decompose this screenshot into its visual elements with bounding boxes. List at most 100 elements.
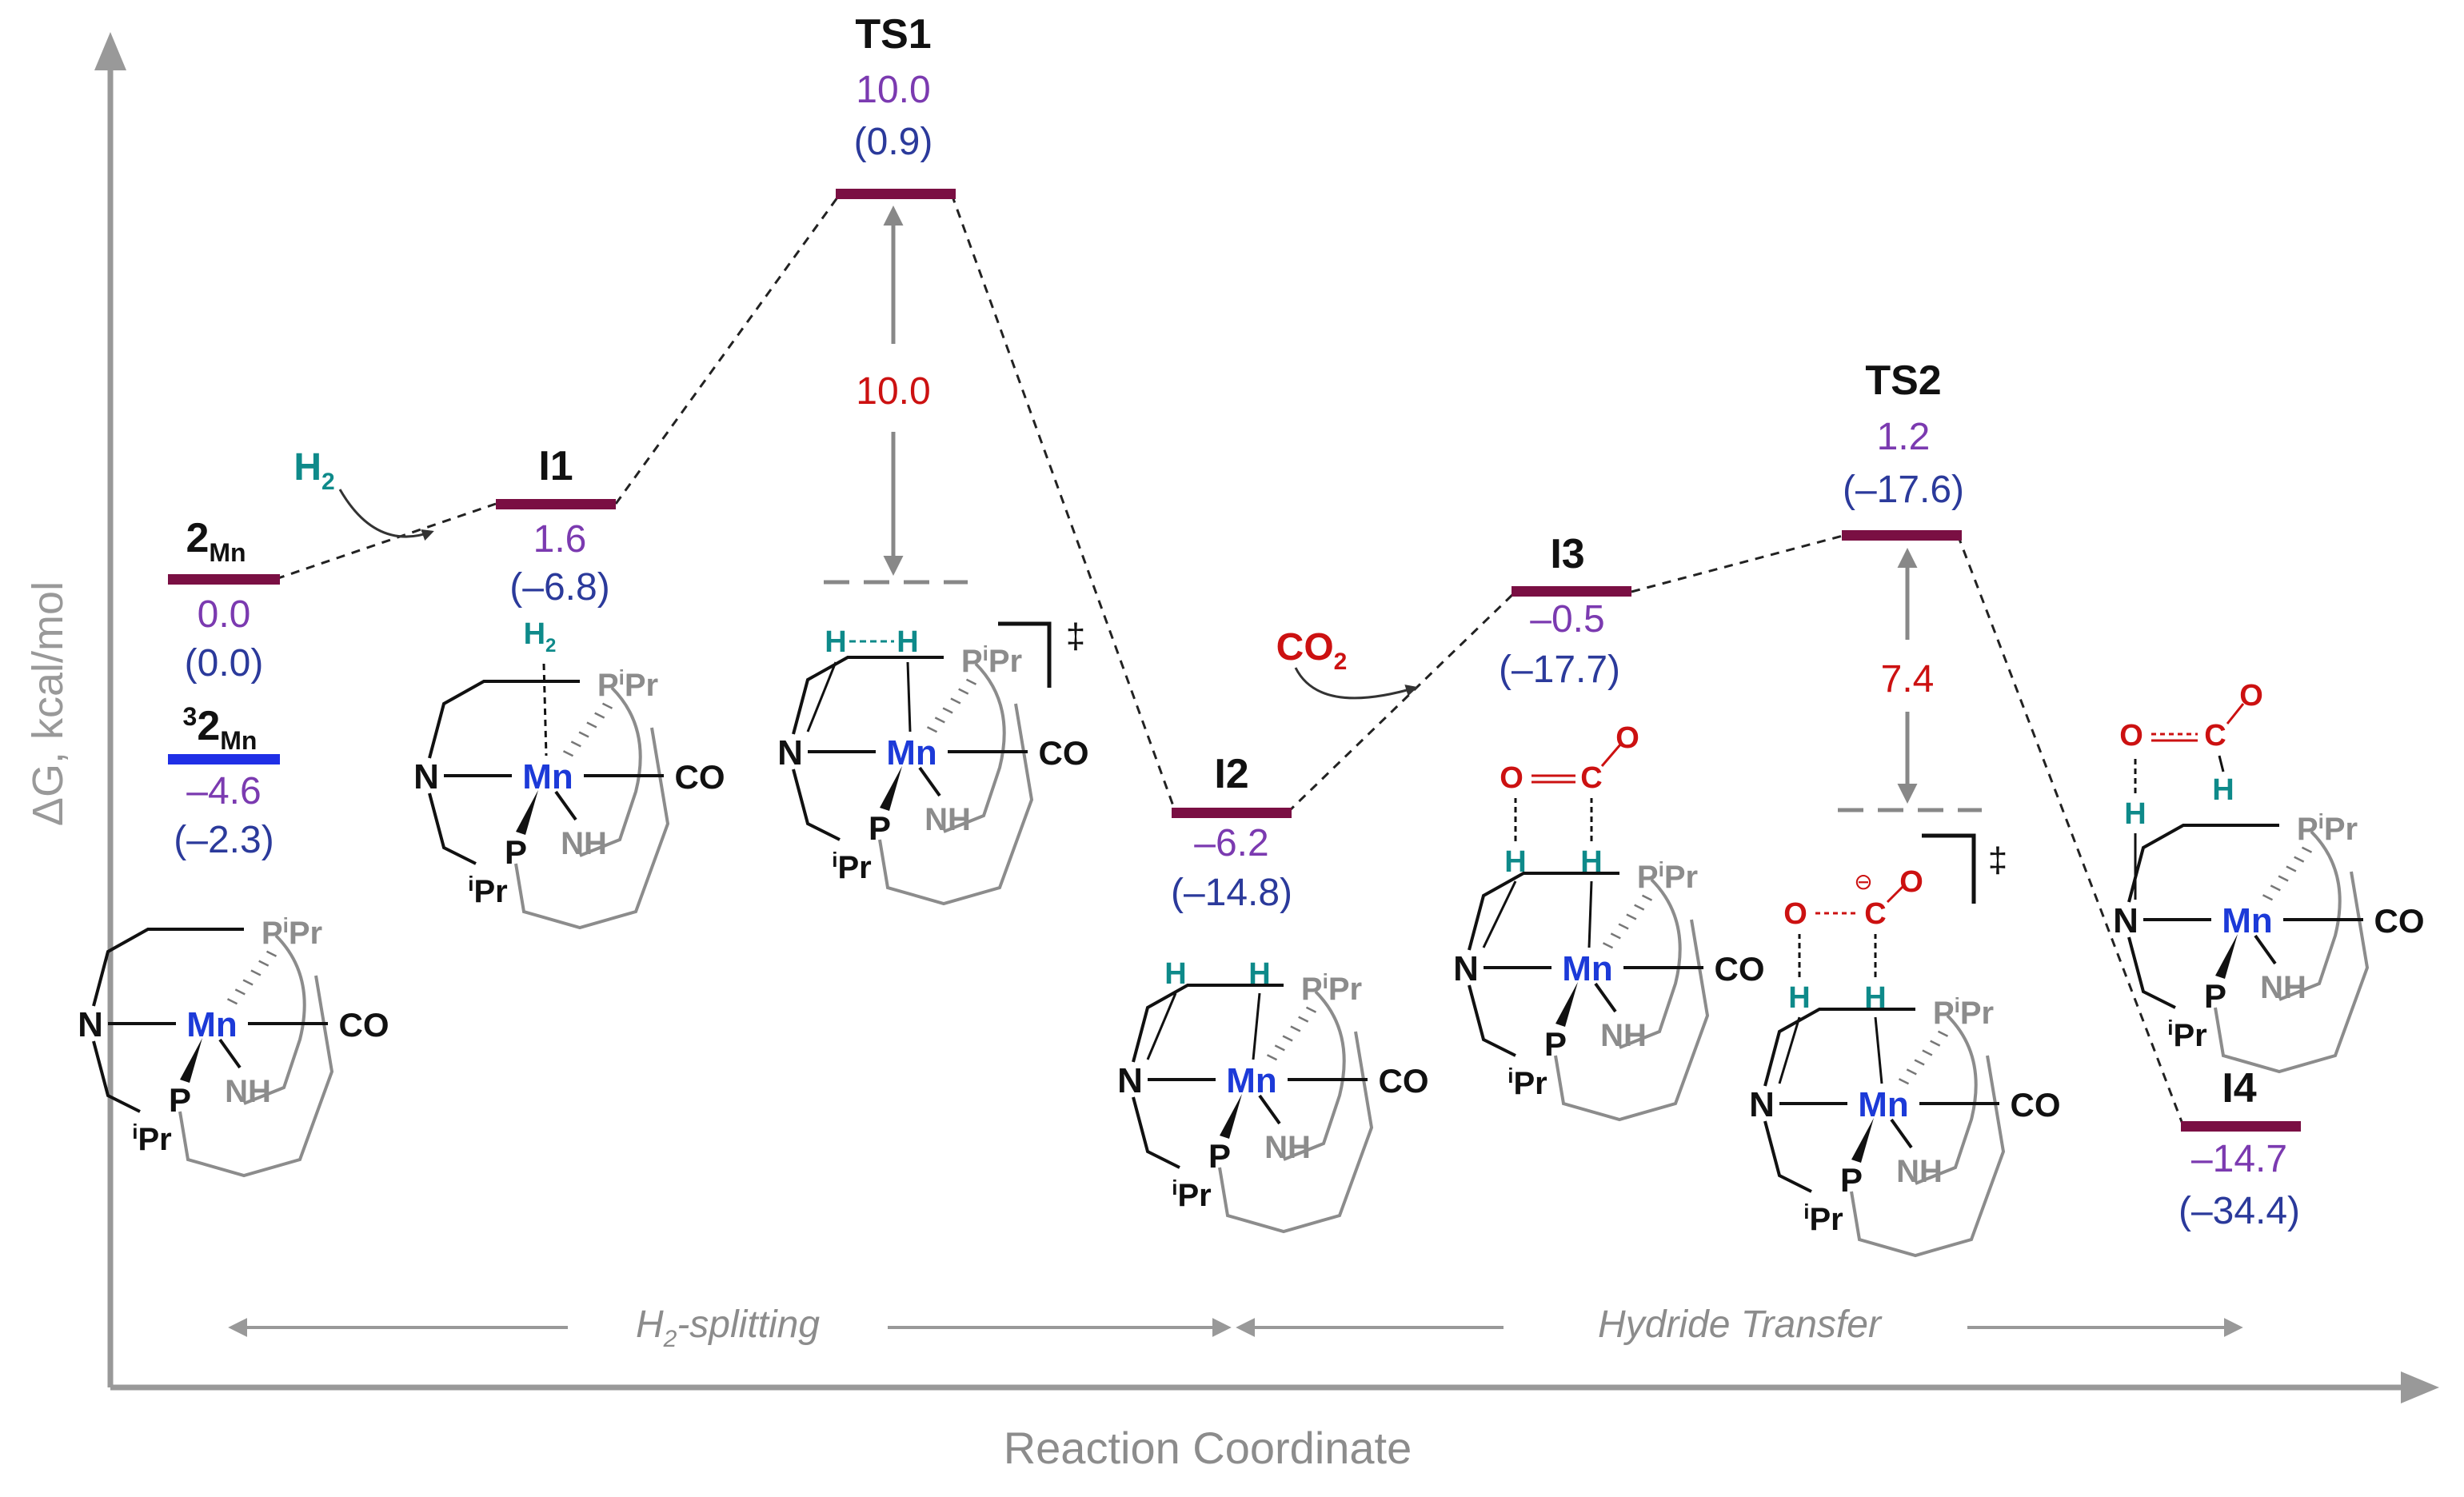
hash-bond: [926, 726, 938, 733]
n-atom: N: [78, 1005, 103, 1044]
h-atom: H: [1788, 981, 1810, 1015]
back-arm: [579, 686, 642, 857]
o-atom: O: [1500, 761, 1524, 795]
state-paren-value: (–2.3): [174, 819, 274, 861]
x-axis-label: Reaction Coordinate: [1004, 1423, 1412, 1473]
h-atom: H: [2124, 797, 2146, 831]
hash-bond: [1937, 1030, 1949, 1037]
state-name: I4: [2222, 1065, 2256, 1112]
co-ligand: CO: [1379, 1062, 1429, 1100]
state-i4-labels: I4 –14.7 (–34.4): [2178, 1065, 2300, 1232]
h-atom: H: [897, 625, 918, 659]
hash-bond: [234, 988, 246, 996]
mn-nh-bond: [1594, 982, 1617, 1013]
lower-ipr: iPr: [2167, 1016, 2206, 1053]
h-atom: H: [1164, 957, 1186, 991]
upper-arm: [1468, 872, 1619, 951]
o-atom: O: [2119, 719, 2143, 752]
n-atom: N: [413, 757, 439, 796]
hash-bond: [1930, 1040, 1941, 1047]
hash-bond: [1305, 1006, 1317, 1013]
mn-nh-bond: [1258, 1094, 1281, 1125]
back-arm: [1619, 878, 1682, 1049]
lower-p-atom: P: [2204, 977, 2226, 1015]
lower-p-atom: P: [1544, 1025, 1567, 1063]
y-axis-label: ΔG, kcal/mol: [24, 581, 72, 826]
hash-bond: [601, 702, 613, 709]
state-32mn-labels: 32Mn –4.6 (–2.3): [174, 702, 274, 861]
upper-p-ipr: PiPr: [961, 641, 1022, 679]
phase-h2-splitting: H2-splitting: [228, 1303, 1232, 1352]
wedge-bond: [1851, 1118, 1874, 1163]
lower-ipr: iPr: [1172, 1176, 1211, 1213]
upper-arm: [92, 928, 244, 1007]
hash-bond: [1626, 913, 1637, 920]
state-paren-value: (0.9): [854, 121, 933, 163]
mn-h-bond: [1587, 880, 1593, 948]
state-name: TS1: [855, 11, 931, 58]
reagent-label: CO2: [1276, 626, 1348, 675]
hash-bond: [1898, 1078, 1910, 1085]
c-h-bond: [2218, 755, 2225, 772]
pathway-connectors: [275, 194, 2185, 1127]
level-i2: [1172, 808, 1292, 818]
hash-bond: [2278, 875, 2289, 882]
lower-ipr: iPr: [132, 1120, 171, 1157]
back-arm: [1915, 1014, 1978, 1185]
state-paren-value: (–17.6): [1843, 469, 1964, 511]
state-name: I3: [1550, 531, 1584, 577]
lower-p-atom: P: [505, 833, 527, 871]
state-value: –0.5: [1530, 598, 1604, 641]
back-arm: [1283, 990, 1346, 1161]
nh-group: NH: [924, 802, 971, 837]
energy-levels: [168, 189, 2301, 1132]
lower-arm: [92, 1040, 141, 1113]
hash-bond: [250, 969, 262, 976]
hash-bond: [2294, 856, 2305, 863]
phase-hydride-transfer: Hydride Transfer: [1236, 1303, 2243, 1346]
hash-bond: [1634, 904, 1645, 911]
wedge-bond: [880, 766, 902, 811]
lower-arm: [1763, 1120, 1812, 1193]
reagent-h2: H2: [294, 446, 434, 541]
h-atom: H: [1248, 957, 1270, 991]
state-paren-value: (–17.7): [1499, 649, 1620, 691]
mn-atom: Mn: [522, 757, 573, 796]
lower-p-atom: P: [169, 1081, 191, 1119]
hash-bond: [1266, 1054, 1278, 1061]
state-value: 0.0: [198, 593, 251, 636]
state-i1-labels: I1 1.6 (–6.8): [509, 443, 609, 609]
y-axis-arrow: [94, 32, 126, 70]
nh-group: NH: [1264, 1130, 1311, 1165]
n-h-bond: [1482, 880, 1517, 948]
state-i2-labels: I2 –6.2 (–14.8): [1171, 751, 1292, 914]
hash-bond: [942, 707, 953, 714]
state-value: –6.2: [1194, 822, 1268, 864]
hash-bond: [242, 979, 254, 986]
state-value: 1.2: [1877, 416, 1931, 458]
lower-arm: [1468, 984, 1516, 1057]
barrier-value: 10.0: [856, 370, 930, 413]
h2-ligand: H2: [524, 617, 557, 657]
hash-bond: [958, 688, 969, 695]
barrier-ts2: 7.4: [1838, 548, 1982, 812]
wedge-bond: [2215, 934, 2238, 979]
hash-bond: [266, 950, 278, 957]
hash-bond: [1914, 1059, 1925, 1066]
level-ts1: [836, 189, 956, 199]
n-atom: N: [1453, 949, 1479, 988]
wedge-bond: [1555, 982, 1578, 1027]
upper-arm: [2127, 824, 2279, 903]
state-name: 32Mn: [183, 702, 258, 755]
hash-bond: [2262, 894, 2274, 901]
level-32mn: [168, 754, 280, 764]
lower-arm: [428, 792, 477, 865]
mn-atom: Mn: [1562, 949, 1613, 988]
negative-charge: ⊖: [1854, 869, 1872, 894]
n-atom: N: [1749, 1085, 1775, 1124]
level-i4: [2181, 1121, 2301, 1132]
double-dagger: ‡: [1066, 617, 1085, 656]
